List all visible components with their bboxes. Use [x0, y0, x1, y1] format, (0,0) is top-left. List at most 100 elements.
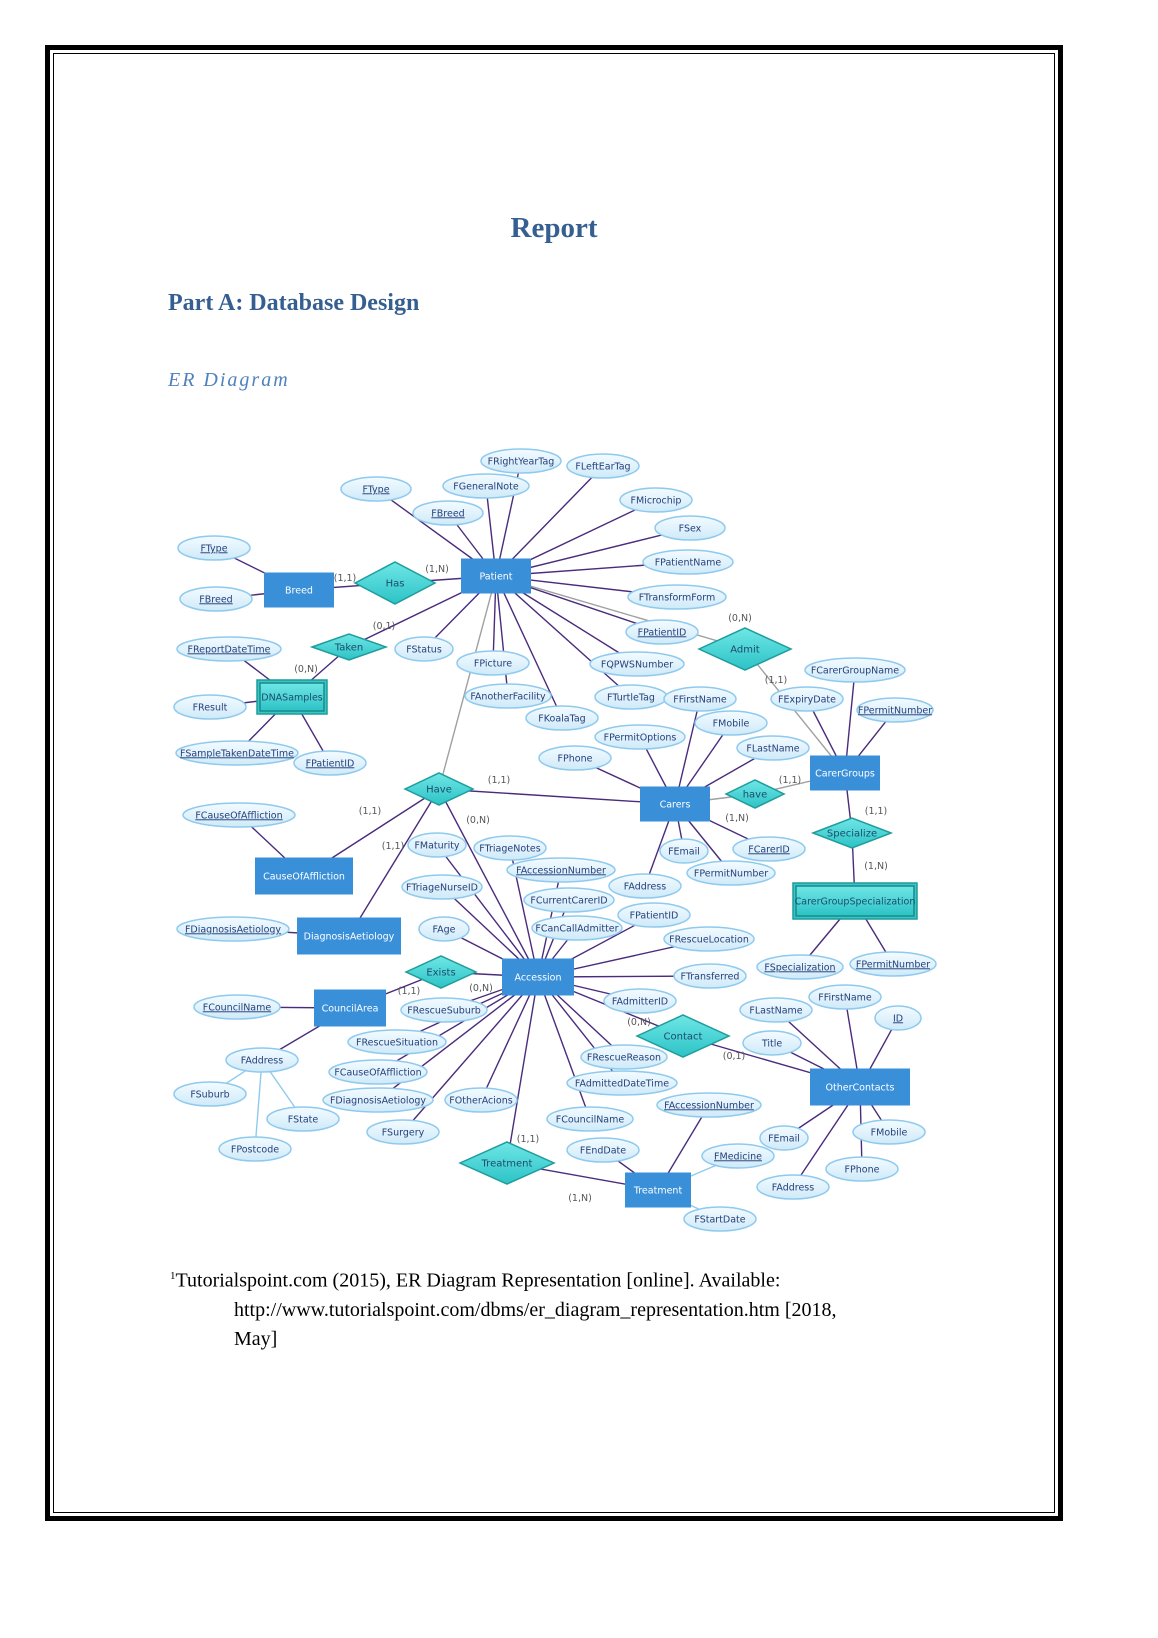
attribute-label: FAdmitterID	[612, 996, 668, 1007]
attribute-femail	[759, 1125, 809, 1151]
entity-label: CouncilArea	[322, 1003, 379, 1014]
attribute-label: FQPWSNumber	[601, 659, 673, 670]
attribute-label: FPermitNumber	[856, 959, 930, 970]
attribute-fcarerid	[732, 836, 806, 862]
attribute-label: FTransferred	[681, 971, 740, 982]
attribute-ftriagenotes	[473, 835, 547, 861]
attribute-fcouncilname	[193, 994, 281, 1020]
attribute-fexpirydate	[770, 686, 844, 712]
entity-label: DNASamples	[261, 692, 323, 703]
link-patient-r_have	[438, 575, 497, 790]
attribute-label: FDiagnosisAetiology	[330, 1095, 426, 1106]
attribute-label: FAddress	[241, 1055, 283, 1066]
cardinality-label: (1,1)	[382, 841, 405, 852]
cardinality-label: (1,N)	[864, 861, 888, 872]
attribute-label: FCarerID	[748, 844, 789, 855]
entity-label: CauseOfAffliction	[263, 871, 345, 882]
relationship-exists	[404, 955, 478, 989]
attribute-frescuelocation	[663, 926, 755, 952]
entity-label: Accession	[515, 972, 562, 983]
attribute-label: FSampleTakenDateTime	[180, 748, 294, 759]
attribute-label: FMobile	[871, 1127, 908, 1138]
attribute-fdiagnosisaetiology	[176, 916, 290, 942]
attribute-ftype	[177, 535, 251, 561]
attribute-label: FCanCallAdmitter	[535, 923, 618, 934]
cardinality-label: (0,1)	[373, 621, 396, 632]
relationship-taken	[309, 633, 389, 661]
attribute-ftransferred	[673, 963, 747, 989]
relationship-contact	[635, 1014, 731, 1058]
attribute-label: FTurtleTag	[607, 692, 655, 703]
entity-coa	[255, 857, 353, 895]
attribute-label: FPatientID	[638, 627, 687, 638]
attribute-link	[495, 465, 604, 577]
relationship-label: Treatment	[481, 1159, 533, 1170]
page-border-inner	[53, 53, 1055, 1513]
cardinality-label: (1,1)	[334, 573, 357, 584]
relationship-have	[403, 772, 475, 806]
entity-label: Breed	[285, 585, 313, 596]
attribute-fcancalladmitter	[531, 915, 623, 941]
attribute-fqpwsnumber	[589, 651, 685, 677]
cardinality-label: (0,N)	[627, 1017, 651, 1028]
attribute-label: FTriageNotes	[479, 843, 540, 854]
attribute-fdiagnosisaetiology	[322, 1087, 434, 1113]
attribute-label: Title	[761, 1038, 783, 1049]
attribute-fkoalatag	[525, 705, 599, 731]
attribute-label: FLeftEarTag	[575, 461, 630, 472]
entity-label: Carers	[660, 799, 691, 810]
attribute-flefteartag	[566, 453, 640, 479]
attribute-label: FPicture	[474, 658, 512, 669]
entity-treatment	[625, 1172, 691, 1208]
attribute-label: FAccessionNumber	[516, 865, 606, 876]
cardinality-label: (1,N)	[568, 1193, 592, 1204]
attribute-label: FPermitOptions	[604, 732, 677, 743]
weak-entity-inner	[795, 885, 915, 917]
attribute-fpicture	[456, 650, 530, 676]
attribute-femail	[659, 838, 709, 864]
cardinality-label: (1,1)	[865, 806, 888, 817]
cardinality-label: (0,N)	[294, 664, 318, 675]
cardinality-label: (0,N)	[728, 613, 752, 624]
attribute-ftriagenurseid	[401, 874, 483, 900]
footnote-url[interactable]: http://www.tutorialspoint.com/dbms/er_di…	[234, 1298, 837, 1321]
attribute-label: FMobile	[713, 718, 750, 729]
attribute-fpermitoptions	[594, 724, 686, 750]
attribute-fcurrentcarerid	[523, 887, 615, 913]
attribute-fpatientid	[625, 619, 699, 645]
attribute-fbreed	[412, 500, 484, 526]
entity-accession	[502, 958, 574, 996]
cardinality-label: (1,N)	[425, 564, 449, 575]
attribute-fanotherfacility	[464, 683, 552, 709]
relationship-label: have	[743, 790, 768, 801]
attribute-faddress	[608, 873, 682, 899]
cardinality-label: (1,1)	[517, 1134, 540, 1145]
attribute-id	[874, 1005, 922, 1031]
attribute-fenddate	[566, 1137, 640, 1163]
attribute-title	[742, 1030, 802, 1056]
section-heading: Part A: Database Design	[168, 290, 420, 316]
attribute-fgeneralnote	[442, 473, 530, 499]
entity-diag	[297, 917, 401, 955]
entity-label: CarerGroupSpecialization	[795, 896, 916, 907]
attribute-fsampletakendatetime	[175, 740, 299, 766]
entity-label: DiagnosisAetiology	[304, 931, 395, 942]
attribute-label: FCouncilName	[556, 1114, 625, 1125]
cardinality-label: (0,N)	[466, 815, 490, 826]
page-title: Report	[510, 212, 598, 244]
attribute-label: FFirstName	[818, 992, 872, 1003]
attribute-fstartdate	[683, 1206, 757, 1232]
attribute-label: FPermitNumber	[858, 705, 932, 716]
attribute-label: FEmail	[668, 846, 700, 857]
attribute-link	[480, 976, 539, 1101]
attribute-label: ID	[893, 1013, 903, 1024]
attribute-label: FSex	[679, 523, 702, 534]
attribute-ffirstname	[663, 686, 737, 712]
attribute-label: FExpiryDate	[778, 694, 836, 705]
attribute-frescuesuburb	[400, 997, 488, 1023]
attribute-fresult	[173, 694, 247, 720]
attribute-label: FCauseOfAffliction	[195, 810, 282, 821]
attribute-label: FBreed	[431, 508, 464, 519]
attribute-fpermitnumber	[849, 951, 937, 977]
attribute-label: FRescueSituation	[356, 1037, 438, 1048]
